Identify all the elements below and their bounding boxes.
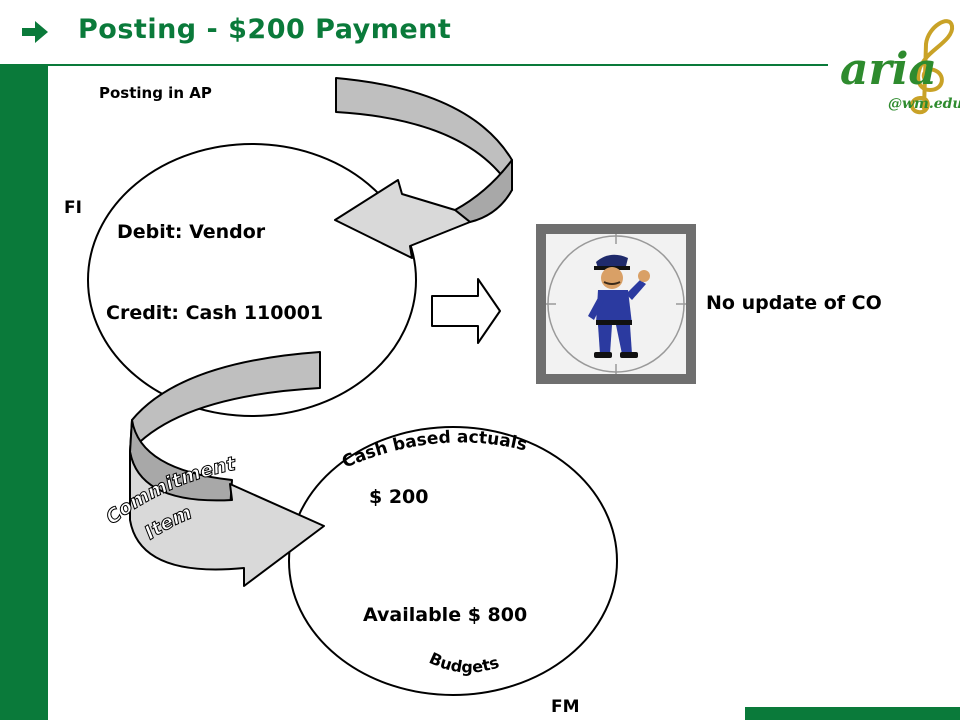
slide-title: Posting - $200 Payment <box>78 14 452 45</box>
actual-amount: $ 200 <box>369 486 429 508</box>
logo-domain: @wm.edu <box>888 96 960 112</box>
left-accent-bar <box>0 64 48 720</box>
bottom-accent-bar <box>745 707 960 720</box>
title-underline <box>48 64 828 66</box>
aria-logo: aria @wm.edu <box>840 19 960 115</box>
logo-word: aria <box>840 44 937 95</box>
no-update-co-label: No update of CO <box>706 292 882 314</box>
commitment-curved-arrow <box>129 351 325 587</box>
to-controlling-arrow <box>431 278 501 344</box>
credit-entry: Credit: Cash 110001 <box>106 302 324 324</box>
posting-curved-arrow <box>334 77 513 259</box>
fi-ledger-ellipse <box>87 143 417 417</box>
posting-in-ap-label: Posting in AP <box>99 84 212 102</box>
right-arrow-icon <box>22 21 48 43</box>
fm-budget-ellipse <box>288 426 618 696</box>
available-budget: Available $ 800 <box>363 604 528 626</box>
debit-entry: Debit: Vendor <box>117 221 266 243</box>
fm-label: FM <box>551 697 580 717</box>
police-officer-stop-icon <box>536 224 696 384</box>
fi-label: FI <box>64 198 82 218</box>
